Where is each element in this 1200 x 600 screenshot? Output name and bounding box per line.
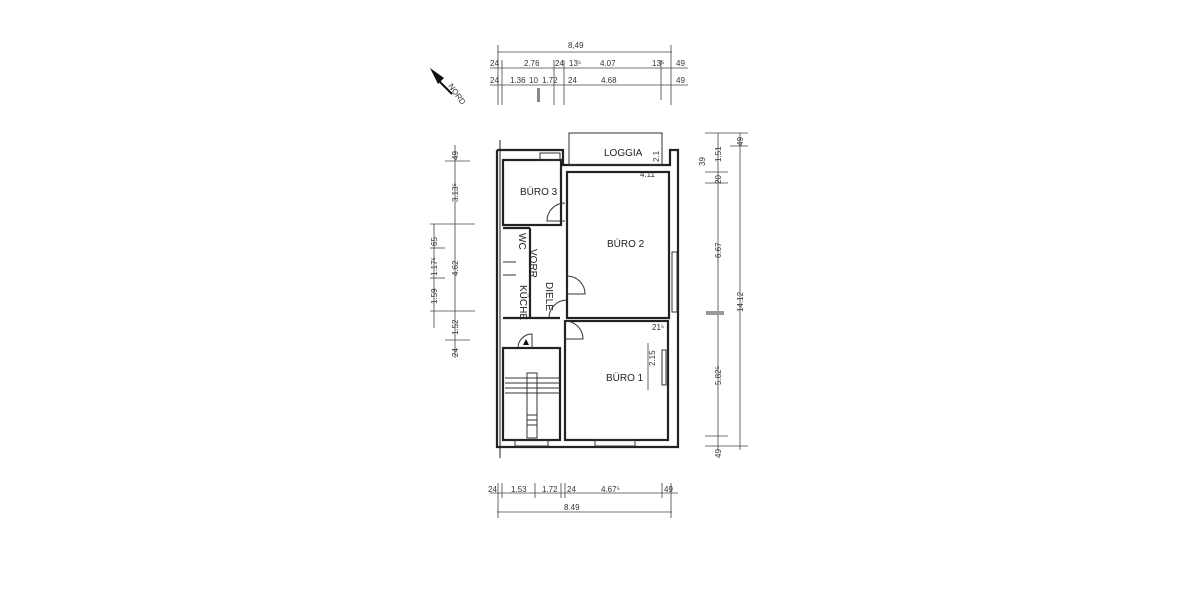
dim-label: 1.59 <box>430 288 439 304</box>
dim-bottom-total: 8.49 <box>564 503 580 512</box>
dim-label: 24 <box>490 59 499 68</box>
bottom-dimensions <box>490 483 678 518</box>
dim-label: 10 <box>529 76 538 85</box>
dim-label: 1.53 <box>511 485 527 494</box>
room-diele: DIELE <box>543 282 554 311</box>
north-label: NORD <box>446 82 467 107</box>
dim-label: 49 <box>664 485 673 494</box>
dim-label: 1.72 <box>542 485 558 494</box>
dim-label: 1.51 <box>714 146 723 162</box>
room-buero2: BÜRO 2 <box>607 238 645 250</box>
dim-label: 24 <box>568 76 577 85</box>
dim-label: 2.15 <box>648 350 657 366</box>
dim-label: 2.1 <box>652 150 661 162</box>
dim-label: 6.67 <box>714 242 723 258</box>
dim-label: 24 <box>488 485 497 494</box>
building-outline <box>495 132 680 458</box>
dim-label: 4.62 <box>451 260 460 276</box>
room-wc: WC <box>516 233 527 250</box>
dim-label: 20 <box>714 175 723 184</box>
dim-label: 5.82⁵ <box>714 366 723 385</box>
room-buero3: BÜRO 3 <box>520 186 558 198</box>
dim-label: 24 <box>451 348 460 357</box>
dim-label: 2.76 <box>524 59 540 68</box>
dim-label: 24 <box>555 59 564 68</box>
top-dimensions <box>490 45 688 105</box>
room-kueche: KÜCHE <box>517 285 529 320</box>
dim-label: 1.52 <box>451 319 460 335</box>
dim-label: 4.68 <box>601 76 617 85</box>
dim-label: 13⁵ <box>569 59 581 68</box>
dim-label: 49 <box>714 449 723 458</box>
dim-label: 39 <box>698 157 707 166</box>
staircase <box>505 339 560 439</box>
dim-top-total: 8,49 <box>568 41 584 50</box>
dim-label: 65 <box>430 237 439 246</box>
dim-label: 4.67⁵ <box>601 485 620 494</box>
dim-label: 1.72 <box>542 76 558 85</box>
dim-label: 49 <box>676 59 685 68</box>
room-vorr: VORR. <box>527 249 538 281</box>
dim-label: 49 <box>736 137 745 146</box>
dim-label: 4.07 <box>600 59 616 68</box>
dim-label: 49 <box>451 151 460 160</box>
north-arrow-icon <box>430 68 453 95</box>
dim-label: 14.12 <box>736 291 745 312</box>
dim-label: 1.36 <box>510 76 526 85</box>
right-dimensions <box>705 132 748 450</box>
dim-label: 21⁵ <box>652 323 664 332</box>
dim-label: 24 <box>567 485 576 494</box>
dim-label: 4.11 <box>640 170 656 179</box>
dim-label: 3.13⁵ <box>451 183 460 202</box>
dim-label: 49 <box>676 76 685 85</box>
dim-label: 13⁵ <box>652 59 664 68</box>
door-swings <box>517 202 586 349</box>
room-loggia: LOGGIA <box>604 148 643 159</box>
room-buero1: BÜRO 1 <box>606 372 644 384</box>
dim-label: 1.17⁵ <box>430 257 439 276</box>
dim-label: 24 <box>490 76 499 85</box>
left-dimensions <box>430 145 475 358</box>
